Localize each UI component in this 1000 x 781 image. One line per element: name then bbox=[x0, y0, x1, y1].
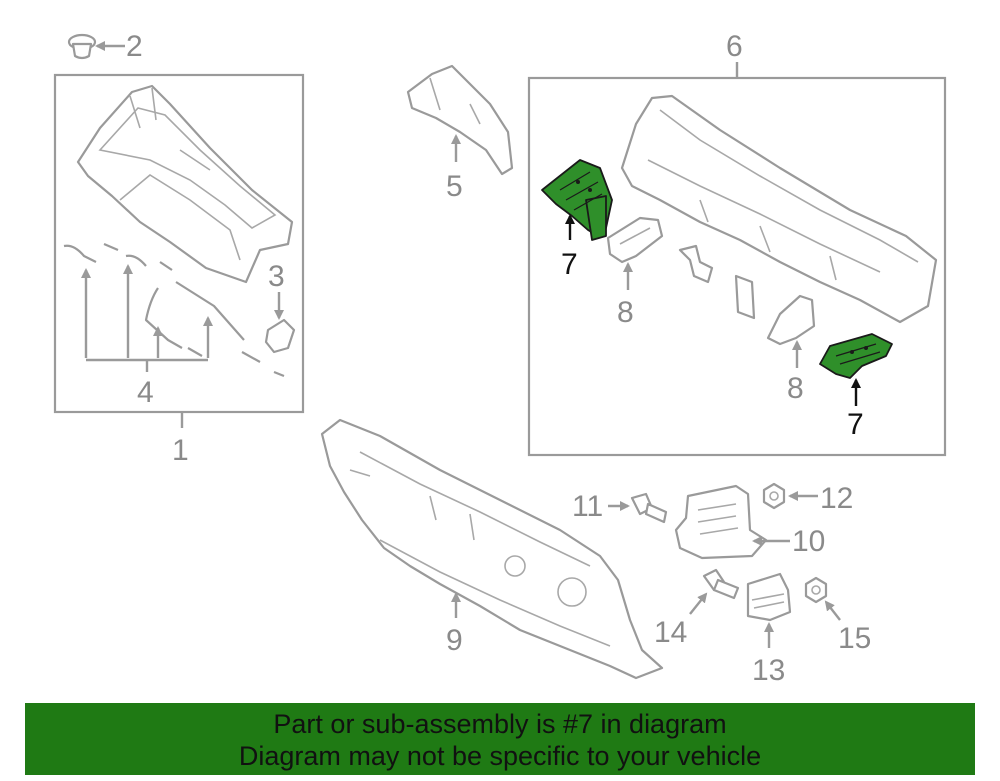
callout-6: 6 bbox=[726, 30, 743, 63]
callout-4: 4 bbox=[137, 376, 154, 409]
part-11-bolt[interactable] bbox=[630, 492, 668, 524]
part-8-bracket-right[interactable] bbox=[766, 294, 816, 346]
part-9-dash-panel[interactable] bbox=[320, 418, 664, 680]
part-12-nut[interactable] bbox=[762, 482, 786, 510]
callout-9: 9 bbox=[446, 624, 463, 657]
callout-5: 5 bbox=[446, 170, 463, 203]
callout-8-left: 8 bbox=[617, 296, 634, 329]
banner-line-2: Diagram may not be specific to your vehi… bbox=[238, 741, 762, 771]
callout-12: 12 bbox=[820, 482, 853, 515]
part-2-clip[interactable] bbox=[67, 33, 97, 60]
part-small-brace[interactable] bbox=[678, 244, 714, 284]
callout-15: 15 bbox=[838, 622, 871, 655]
part-13-bracket[interactable] bbox=[746, 572, 792, 622]
callout-8-right: 8 bbox=[787, 372, 804, 405]
part-14-bolt[interactable] bbox=[702, 568, 740, 600]
callout-13: 13 bbox=[752, 654, 785, 687]
part-15-nut[interactable] bbox=[804, 576, 828, 604]
part-small-plate[interactable] bbox=[734, 274, 756, 320]
callout-7-left: 7 bbox=[561, 248, 578, 281]
callout-11: 11 bbox=[572, 490, 603, 523]
part-8-bracket-left[interactable] bbox=[606, 216, 664, 264]
part-6-cowl-panel[interactable] bbox=[620, 94, 938, 324]
notice-banner: Part or sub-assembly is #7 in diagram Di… bbox=[25, 703, 975, 775]
part-4-washer-hoses[interactable] bbox=[63, 242, 285, 378]
banner-line-1: Part or sub-assembly is #7 in diagram bbox=[273, 709, 727, 739]
part-5-bracket[interactable] bbox=[406, 64, 514, 176]
callout-1: 1 bbox=[172, 434, 189, 467]
part-10-bracket[interactable] bbox=[674, 484, 768, 560]
parts-diagram: 2 4 3 1 5 6 bbox=[53, 30, 947, 687]
part-1-cowl-panel[interactable] bbox=[76, 84, 294, 284]
callout-10: 10 bbox=[792, 525, 825, 558]
part-7-bracket-right[interactable] bbox=[819, 333, 893, 379]
part-7-bracket-left[interactable] bbox=[541, 159, 613, 241]
callout-3: 3 bbox=[268, 260, 285, 293]
part-3-nozzle[interactable] bbox=[264, 318, 296, 354]
callout-7-right: 7 bbox=[847, 408, 864, 441]
callout-2: 2 bbox=[126, 30, 143, 63]
callout-14: 14 bbox=[654, 616, 687, 649]
